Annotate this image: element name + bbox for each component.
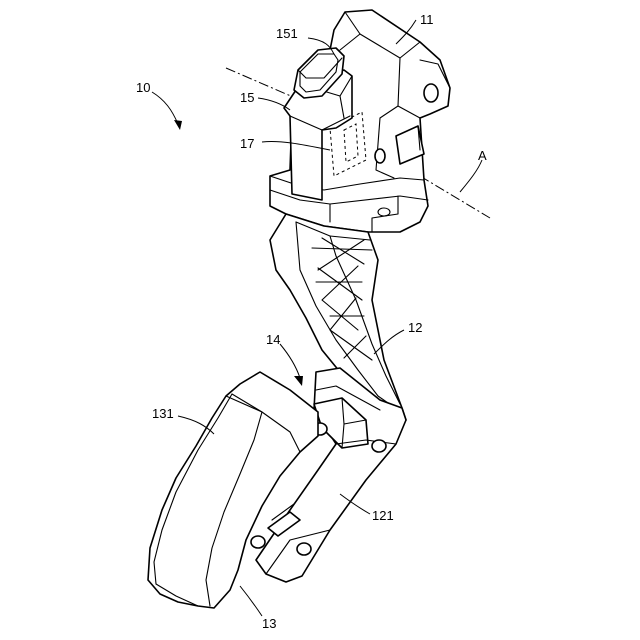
bolt-head [297, 543, 311, 555]
label-14: 14 [266, 332, 280, 347]
label-131: 131 [152, 406, 174, 421]
bolt-head [372, 440, 386, 452]
label-13: 13 [262, 616, 276, 631]
label-A: A [478, 148, 487, 163]
label-10: 10 [136, 80, 150, 95]
label-17: 17 [240, 136, 254, 151]
label-151: 151 [276, 26, 298, 41]
label-11: 11 [420, 12, 434, 27]
bolt-head [251, 536, 265, 548]
label-12: 12 [408, 320, 422, 335]
mounting-hole [424, 84, 438, 102]
shaft-hole [375, 149, 385, 163]
label-121: 121 [372, 508, 394, 523]
label-15: 15 [240, 90, 254, 105]
